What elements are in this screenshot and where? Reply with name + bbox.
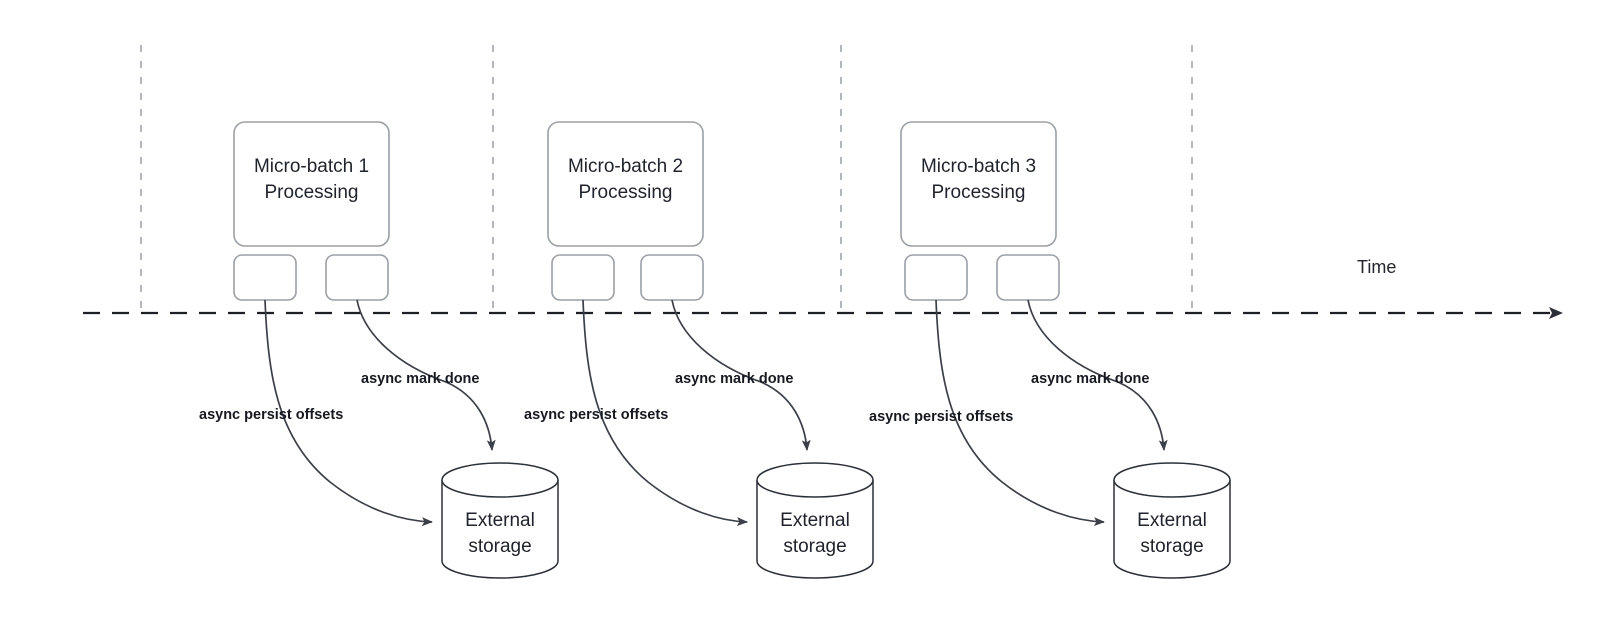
micro-batch-box-2[interactable] <box>547 121 704 247</box>
micro-batch-label-1-line2: Processing <box>265 182 359 203</box>
micro-batch-box-1[interactable] <box>233 121 390 247</box>
external-storage-cylinder-3[interactable] <box>1113 462 1231 579</box>
task-box-3b[interactable] <box>996 254 1060 301</box>
micro-batch-box-3[interactable] <box>900 121 1057 247</box>
mark-done-label-3: async mark done <box>1031 371 1149 387</box>
mark-done-curve-2 <box>671 299 811 451</box>
micro-batch-label-3-line2: Processing <box>932 182 1026 203</box>
time-axis-label: Time <box>1357 257 1396 277</box>
persist-offsets-label-1: async persist offsets <box>199 407 343 423</box>
group-micro-batch-1: Micro-batch 1 Processing async persist o… <box>199 121 559 579</box>
external-storage-cylinder-2[interactable] <box>756 462 874 579</box>
persist-offsets-label-3: async persist offsets <box>869 409 1013 425</box>
guide-lines <box>140 45 1193 313</box>
task-box-2b[interactable] <box>640 254 704 301</box>
group-micro-batch-2: Micro-batch 2 Processing async persist o… <box>524 121 874 579</box>
external-storage-cylinder-1[interactable] <box>441 462 559 579</box>
persist-offsets-curve-3 <box>935 299 1105 527</box>
persist-offsets-curve-2 <box>582 299 748 527</box>
micro-batch-label-2-line1: Micro-batch 2 <box>568 156 683 177</box>
micro-batch-label-2-line2: Processing <box>579 182 673 203</box>
persist-offsets-label-2: async persist offsets <box>524 407 668 423</box>
task-box-1a[interactable] <box>233 254 297 301</box>
external-storage-label-2-line2: storage <box>783 536 846 557</box>
external-storage-label-1-line2: storage <box>468 536 531 557</box>
external-storage-label-3-line1: External <box>1137 510 1207 531</box>
task-box-2a[interactable] <box>551 254 615 301</box>
persist-offsets-curve-1 <box>264 299 433 527</box>
micro-batch-label-3-line1: Micro-batch 3 <box>921 156 1036 177</box>
mark-done-curve-1 <box>356 299 496 451</box>
external-storage-label-2-line1: External <box>780 510 850 531</box>
mark-done-curve-3 <box>1027 299 1168 451</box>
external-storage-label-3-line2: storage <box>1140 536 1203 557</box>
group-micro-batch-3: Micro-batch 3 Processing async persist o… <box>869 121 1231 579</box>
task-box-1b[interactable] <box>325 254 389 301</box>
micro-batch-label-1-line1: Micro-batch 1 <box>254 156 369 177</box>
task-box-3a[interactable] <box>904 254 968 301</box>
mark-done-label-2: async mark done <box>675 371 793 387</box>
mark-done-label-1: async mark done <box>361 371 479 387</box>
external-storage-label-1-line1: External <box>465 510 535 531</box>
